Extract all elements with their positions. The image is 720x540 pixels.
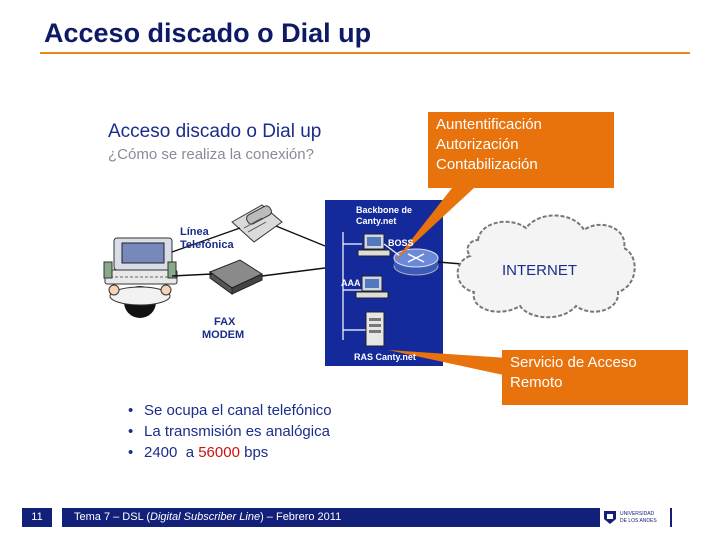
internet-cloud-icon	[456, 214, 636, 319]
callout-ras-line-1: Servicio de Acceso	[510, 354, 637, 371]
callout-auth-line-2: Autorización	[436, 136, 519, 153]
callout-auth-line-1: Auntentificación	[436, 116, 542, 133]
bullet-item: •Se ocupa el canal telefónico	[128, 402, 332, 419]
logo-line-2: DE LOS ANDES	[620, 518, 657, 524]
callout-auth-line-3: Contabilización	[436, 156, 538, 173]
ras-label: RAS Canty.net	[354, 352, 416, 362]
telephone-icon	[231, 204, 283, 243]
bullet-item: •2400 a 56000 bps	[128, 444, 269, 461]
logo-line-1: UNIVERSIDAD	[620, 511, 655, 517]
boss-label: BOSS	[388, 238, 414, 248]
title-divider	[40, 52, 690, 54]
callout-ras-line-2: Remoto	[510, 374, 563, 391]
ras-server-icon	[365, 311, 385, 347]
callout-auth-pointer	[394, 188, 474, 262]
university-logo: UNIVERSIDAD DE LOS ANDES	[600, 508, 670, 527]
diagram-title: Acceso discado o Dial up	[108, 121, 322, 142]
footer-text: Tema 7 – DSL (Digital Subscriber Line) –…	[74, 511, 342, 523]
telefonica-label: Telefónica	[180, 239, 234, 251]
callout-authentication: Auntentificación Autorización Contabiliz…	[428, 112, 614, 188]
page-number: 11	[22, 508, 52, 527]
slide-title: Acceso discado o Dial up	[44, 18, 372, 48]
linea-label: Línea	[180, 226, 209, 238]
boss-server-icon	[357, 233, 391, 257]
backbone-label-2: Canty.net	[356, 216, 397, 226]
bullet-list: •Se ocupa el canal telefónico •La transm…	[128, 400, 332, 463]
backbone-label-1: Backbone de	[356, 205, 413, 215]
speed-highlight: 56000	[198, 444, 240, 461]
diagram-subtitle: ¿Cómo se realiza la conexión?	[108, 146, 314, 163]
aaa-label: AAA	[341, 278, 361, 288]
footer-bar	[62, 508, 672, 527]
modem-icon	[208, 259, 264, 295]
aaa-server-icon	[355, 275, 389, 299]
modem-label: MODEM	[202, 329, 245, 341]
fax-label: FAX	[214, 316, 236, 328]
router-icon	[393, 248, 439, 276]
university-crest-icon	[604, 511, 616, 524]
bullet-item: •La transmisión es analógica	[128, 423, 330, 440]
callout-remote-access: Servicio de Acceso Remoto	[502, 350, 688, 405]
user-computer-icon	[103, 237, 178, 318]
internet-label: INTERNET	[502, 262, 577, 279]
callout-ras-pointer	[388, 350, 508, 376]
